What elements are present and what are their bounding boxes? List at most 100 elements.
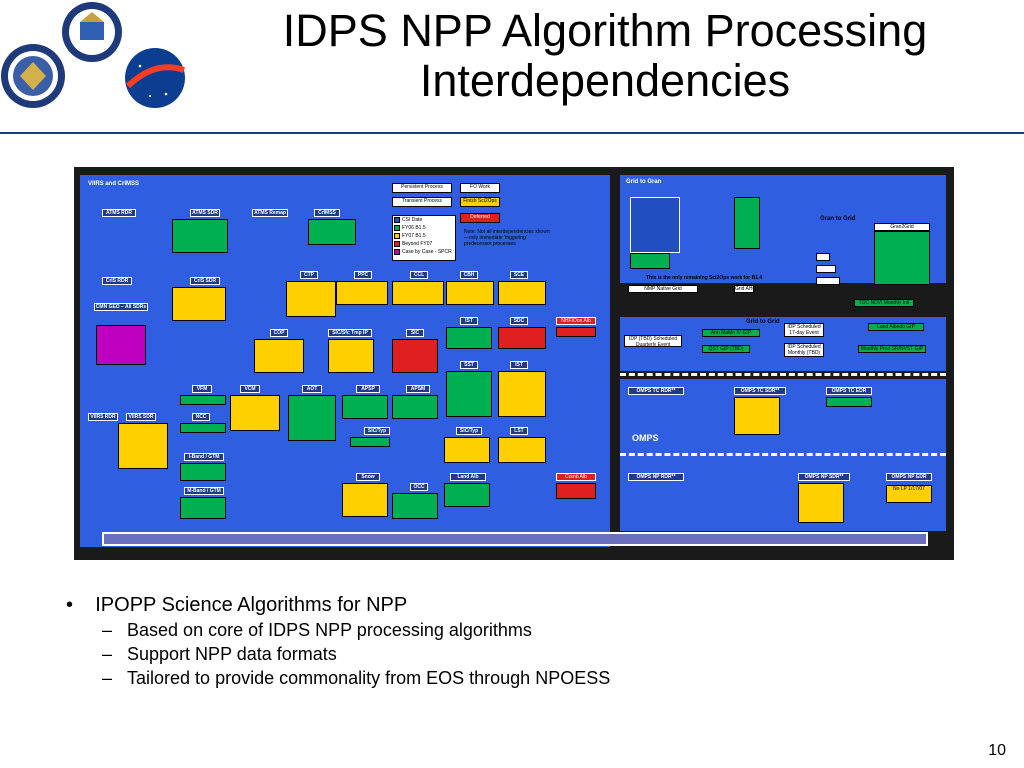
snow-detail: [342, 483, 388, 517]
ccl: CCL: [410, 271, 428, 279]
sub-bullet-2: – Support NPP data formats: [102, 644, 337, 664]
vfm: VFM: [192, 385, 212, 393]
dod-seal-icon: [1, 44, 65, 108]
sic-sfc-tmp: SIC/Sfc Tmp IP: [328, 329, 372, 337]
cmn-geo-detail: [96, 325, 146, 365]
sub-bullet-2-text: Support NPP data formats: [127, 644, 337, 664]
sst: SST: [460, 361, 478, 369]
viirs-sdr-side: [816, 277, 840, 285]
apsp: APSP: [356, 385, 380, 393]
legend-transient: Transient Process: [392, 197, 452, 207]
sub-bullet-3: – Tailored to provide commonality from E…: [102, 668, 611, 688]
sic-typ: SIC/Typ: [364, 427, 390, 435]
processing-diagram: VIIRS and CrIMSS Grid to Gran Gran to Gr…: [74, 167, 954, 560]
ann-mamn-gip: Ann MaMn IV GIP: [702, 329, 760, 337]
nmp-native-grid: NMP Native Grid: [628, 285, 698, 293]
atms-rdr: ATMS RDR: [102, 209, 136, 217]
legend-fo-work: FO Work: [460, 183, 500, 193]
snow: Snow: [356, 473, 380, 481]
gran2grid-list: [874, 231, 930, 285]
sic: SIC: [406, 329, 424, 337]
aot: AOT: [302, 385, 322, 393]
bullet-list: • IPOPP Science Algorithms for NPP – Bas…: [66, 592, 966, 690]
grid-to-gran-title: Grid to Gran: [626, 179, 662, 185]
pane-label: VIIRS and CrIMSS: [88, 181, 140, 187]
sdc-detail: [498, 327, 546, 349]
legend-deferred: Deferred: [460, 213, 500, 223]
m-band-gtm: M-Band / GTM: [184, 487, 224, 495]
title-line-2: Interdependencies: [419, 55, 791, 106]
ccl-detail: [392, 281, 444, 305]
i-band-gtm: I-Band / GTM: [184, 453, 224, 461]
vcm-side: [816, 253, 830, 261]
legend-fy06-label: FY06 B1.5: [402, 225, 426, 231]
ist-right-detail: [498, 371, 546, 417]
nhfioon-alb-detail: [556, 327, 596, 337]
legend-beyond-label: Beyond FY07: [402, 241, 433, 247]
grid2gran-box: [734, 197, 760, 249]
vcm-detail: [230, 395, 280, 431]
omps-tc-edr: OMPS TC EDR: [826, 387, 872, 395]
title-divider: [0, 132, 1024, 134]
sst-detail: [446, 371, 492, 417]
legend-fy07-label: FY07 B1.5: [402, 233, 426, 239]
gran-list: [630, 197, 680, 253]
sic-sfc-detail: [328, 339, 374, 373]
apsp-detail: [342, 395, 388, 419]
land-albedo-gip: Land Albedo GIP: [868, 323, 924, 331]
cbh: CBH: [460, 271, 478, 279]
gran-to-grid-title: Gran to Grid: [820, 216, 856, 222]
page-number: 10: [988, 742, 1006, 759]
slide-title: IDPS NPP Algorithm Processing Interdepen…: [210, 6, 1000, 106]
nasa-logo-icon: [125, 48, 185, 108]
legend-beyond: [394, 241, 400, 247]
idp-quarterly: IDP (TBD) Scheduled Quarterly Event: [624, 335, 682, 347]
omps-label: OMPS: [632, 433, 659, 443]
viirs-rdr: VIIRS RDR: [88, 413, 118, 421]
cris-sdr: CrIS SDR: [190, 277, 220, 285]
apsm: APSM: [406, 385, 430, 393]
apsm-detail: [392, 395, 438, 419]
vcm: VCM: [240, 385, 260, 393]
land-alb: Land Alb: [450, 473, 486, 481]
sub-bullet-1: – Based on core of IDPS NPP processing a…: [102, 620, 532, 640]
cop-detail: [254, 339, 304, 373]
ctp: CTP: [300, 271, 318, 279]
bullet-main-text: IPOPP Science Algorithms for NPP: [95, 594, 408, 616]
ppc: PPC: [354, 271, 372, 279]
legend-note: Note: Not all interdependencies shown—on…: [464, 229, 550, 247]
cris-sdr-detail: [172, 287, 226, 321]
legend-fy06: [394, 225, 400, 231]
cmn-geo: CMN GEO – All SDRs: [94, 303, 148, 311]
title-line-1: IDPS NPP Algorithm Processing: [282, 5, 928, 56]
qst-gip-tbd: QST GIP (TBD): [702, 345, 750, 353]
sub-bullet-1-text: Based on core of IDPS NPP processing alg…: [127, 620, 532, 640]
comb-alb: Comb Alb: [556, 473, 596, 481]
gran-green-note: [630, 253, 670, 269]
legend-fy07: [394, 233, 400, 239]
comb-alb-detail: [556, 483, 596, 499]
viirs-sdr: VIIRS SDR: [126, 413, 156, 421]
ist-right: IST: [510, 361, 528, 369]
sic-typ-detail: [350, 437, 390, 447]
omps-separator-dash: [620, 453, 946, 456]
grid-ahc: Grid AHC: [734, 285, 754, 293]
legend-csi-label: CSI Date: [402, 217, 423, 223]
lst-detail: [498, 437, 546, 463]
grid-to-grid-title: Grid to Grid: [746, 319, 780, 325]
sub-bullet-3-text: Tailored to provide commonality from EOS…: [127, 668, 611, 688]
vfm-detail: [180, 395, 226, 405]
omps-tc-edr-detail: [826, 397, 872, 407]
idp-17day: IDP Scheduled 17-day Event: [784, 323, 824, 337]
diagram-footer-bar: [102, 532, 928, 546]
crimss: CrIMSS: [314, 209, 340, 217]
omps-np-rdr: OMPS NP RDR**: [628, 473, 684, 481]
omps-tc-sdr-detail: [734, 397, 780, 435]
atms-sdr-detail: [172, 219, 228, 253]
atms-sdr: ATMS SDR: [190, 209, 220, 217]
cop: COP: [270, 329, 288, 337]
omps-np-edr: OMPS NP EDR: [886, 473, 932, 481]
sic-typ-2: SIC/Typ: [456, 427, 482, 435]
legend-csi: [394, 217, 400, 223]
bullet-main: • IPOPP Science Algorithms for NPP: [66, 594, 408, 616]
